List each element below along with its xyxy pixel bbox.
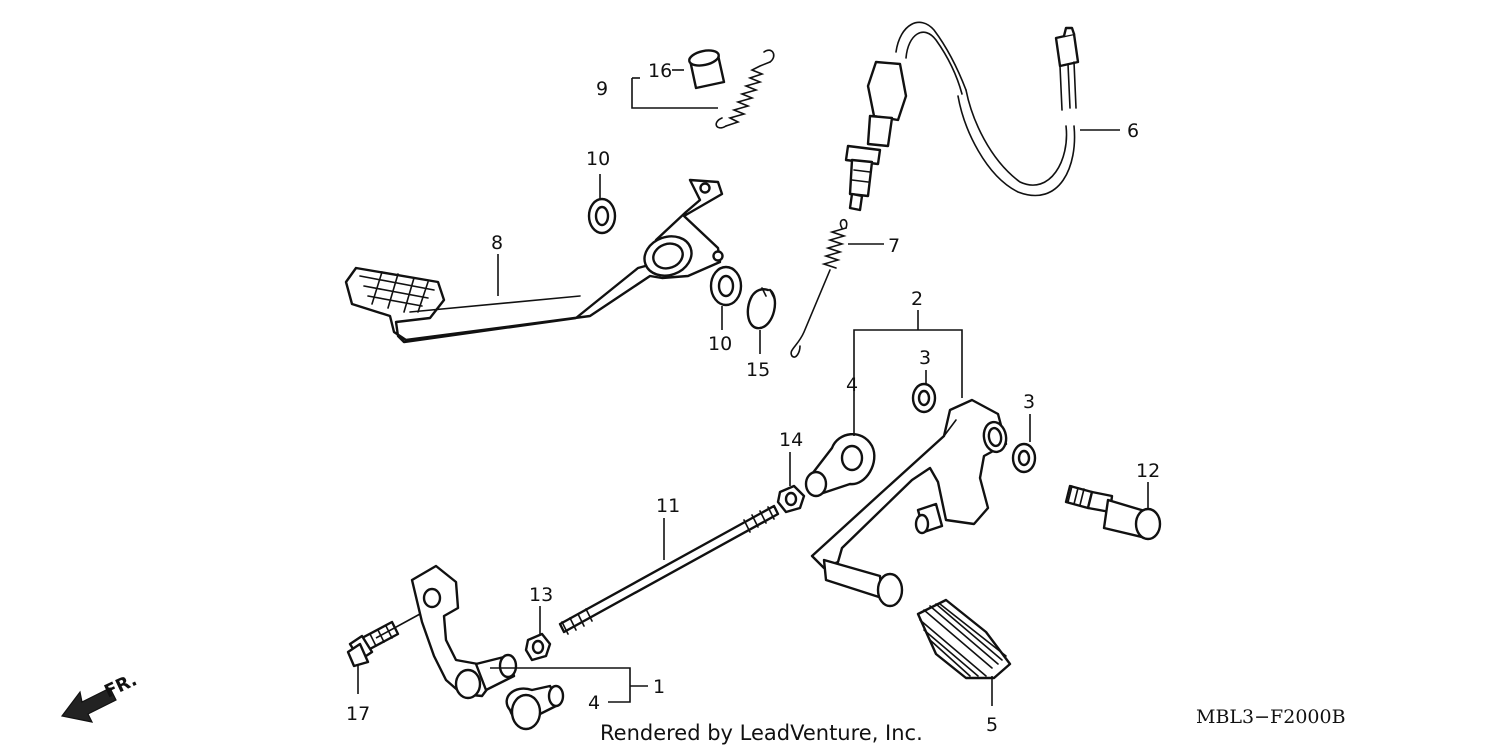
part-12-pivot-bolt[interactable]: [1064, 484, 1162, 541]
part-3-washer-upper[interactable]: [911, 382, 937, 414]
part-10-washer-upper[interactable]: [587, 197, 617, 235]
callout-3-upper: 3: [919, 347, 931, 369]
part-6-brake-switch[interactable]: [844, 21, 1080, 212]
callout-16: 16: [648, 60, 672, 82]
callout-4-upper: 4: [846, 374, 858, 396]
callout-1: 1: [653, 676, 665, 698]
callout-10-lower: 10: [708, 333, 732, 355]
callout-6: 6: [1127, 120, 1139, 142]
part-1-gearshift-arm[interactable]: [410, 564, 518, 700]
callout-14: 14: [779, 429, 803, 451]
part-13-nut[interactable]: [524, 632, 552, 662]
callout-10-upper: 10: [586, 148, 610, 170]
callout-2: 2: [911, 288, 923, 310]
part-17-flange-bolt[interactable]: [346, 620, 400, 668]
part-16-collar[interactable]: [688, 48, 726, 90]
callout-11: 11: [656, 495, 680, 517]
part-10-washer-lower[interactable]: [709, 265, 743, 307]
part-4-ball-joint-lower[interactable]: [505, 684, 565, 731]
callout-labels: 16 9 10 8 10 15 6 7 2 3 4 3 14 12 11 13 …: [346, 60, 1160, 736]
part-8-brake-pedal[interactable]: [344, 178, 724, 344]
part-11-shift-rod[interactable]: [558, 504, 780, 635]
callout-8: 8: [491, 232, 503, 254]
part-5-rubber-cover[interactable]: [916, 598, 1012, 680]
front-arrow-icon: [60, 687, 117, 723]
leader-lines: [357, 69, 1149, 706]
callout-4-lower: 4: [588, 692, 600, 714]
part-14-nut[interactable]: [776, 484, 806, 514]
front-label: FR.: [101, 669, 140, 702]
callout-17: 17: [346, 703, 370, 725]
callout-15: 15: [746, 359, 770, 381]
callout-13: 13: [529, 584, 553, 606]
part-9-spring[interactable]: [715, 49, 775, 129]
callout-12: 12: [1136, 460, 1160, 482]
callout-7: 7: [888, 235, 900, 257]
callout-9: 9: [596, 78, 608, 100]
part-4-ball-joint-upper[interactable]: [804, 433, 876, 498]
part-7-switch-spring[interactable]: [790, 218, 848, 358]
callout-5: 5: [986, 714, 998, 736]
render-credit: Rendered by LeadVenture, Inc.: [600, 721, 923, 745]
front-direction-indicator: FR.: [60, 669, 140, 723]
part-2-gearshift-pedal[interactable]: [810, 398, 1008, 608]
part-15-snap-ring[interactable]: [746, 287, 777, 330]
part-3-washer-right[interactable]: [1011, 442, 1037, 474]
callout-3-right: 3: [1023, 391, 1035, 413]
diagram-code: MBL3−F2000B: [1196, 706, 1346, 728]
